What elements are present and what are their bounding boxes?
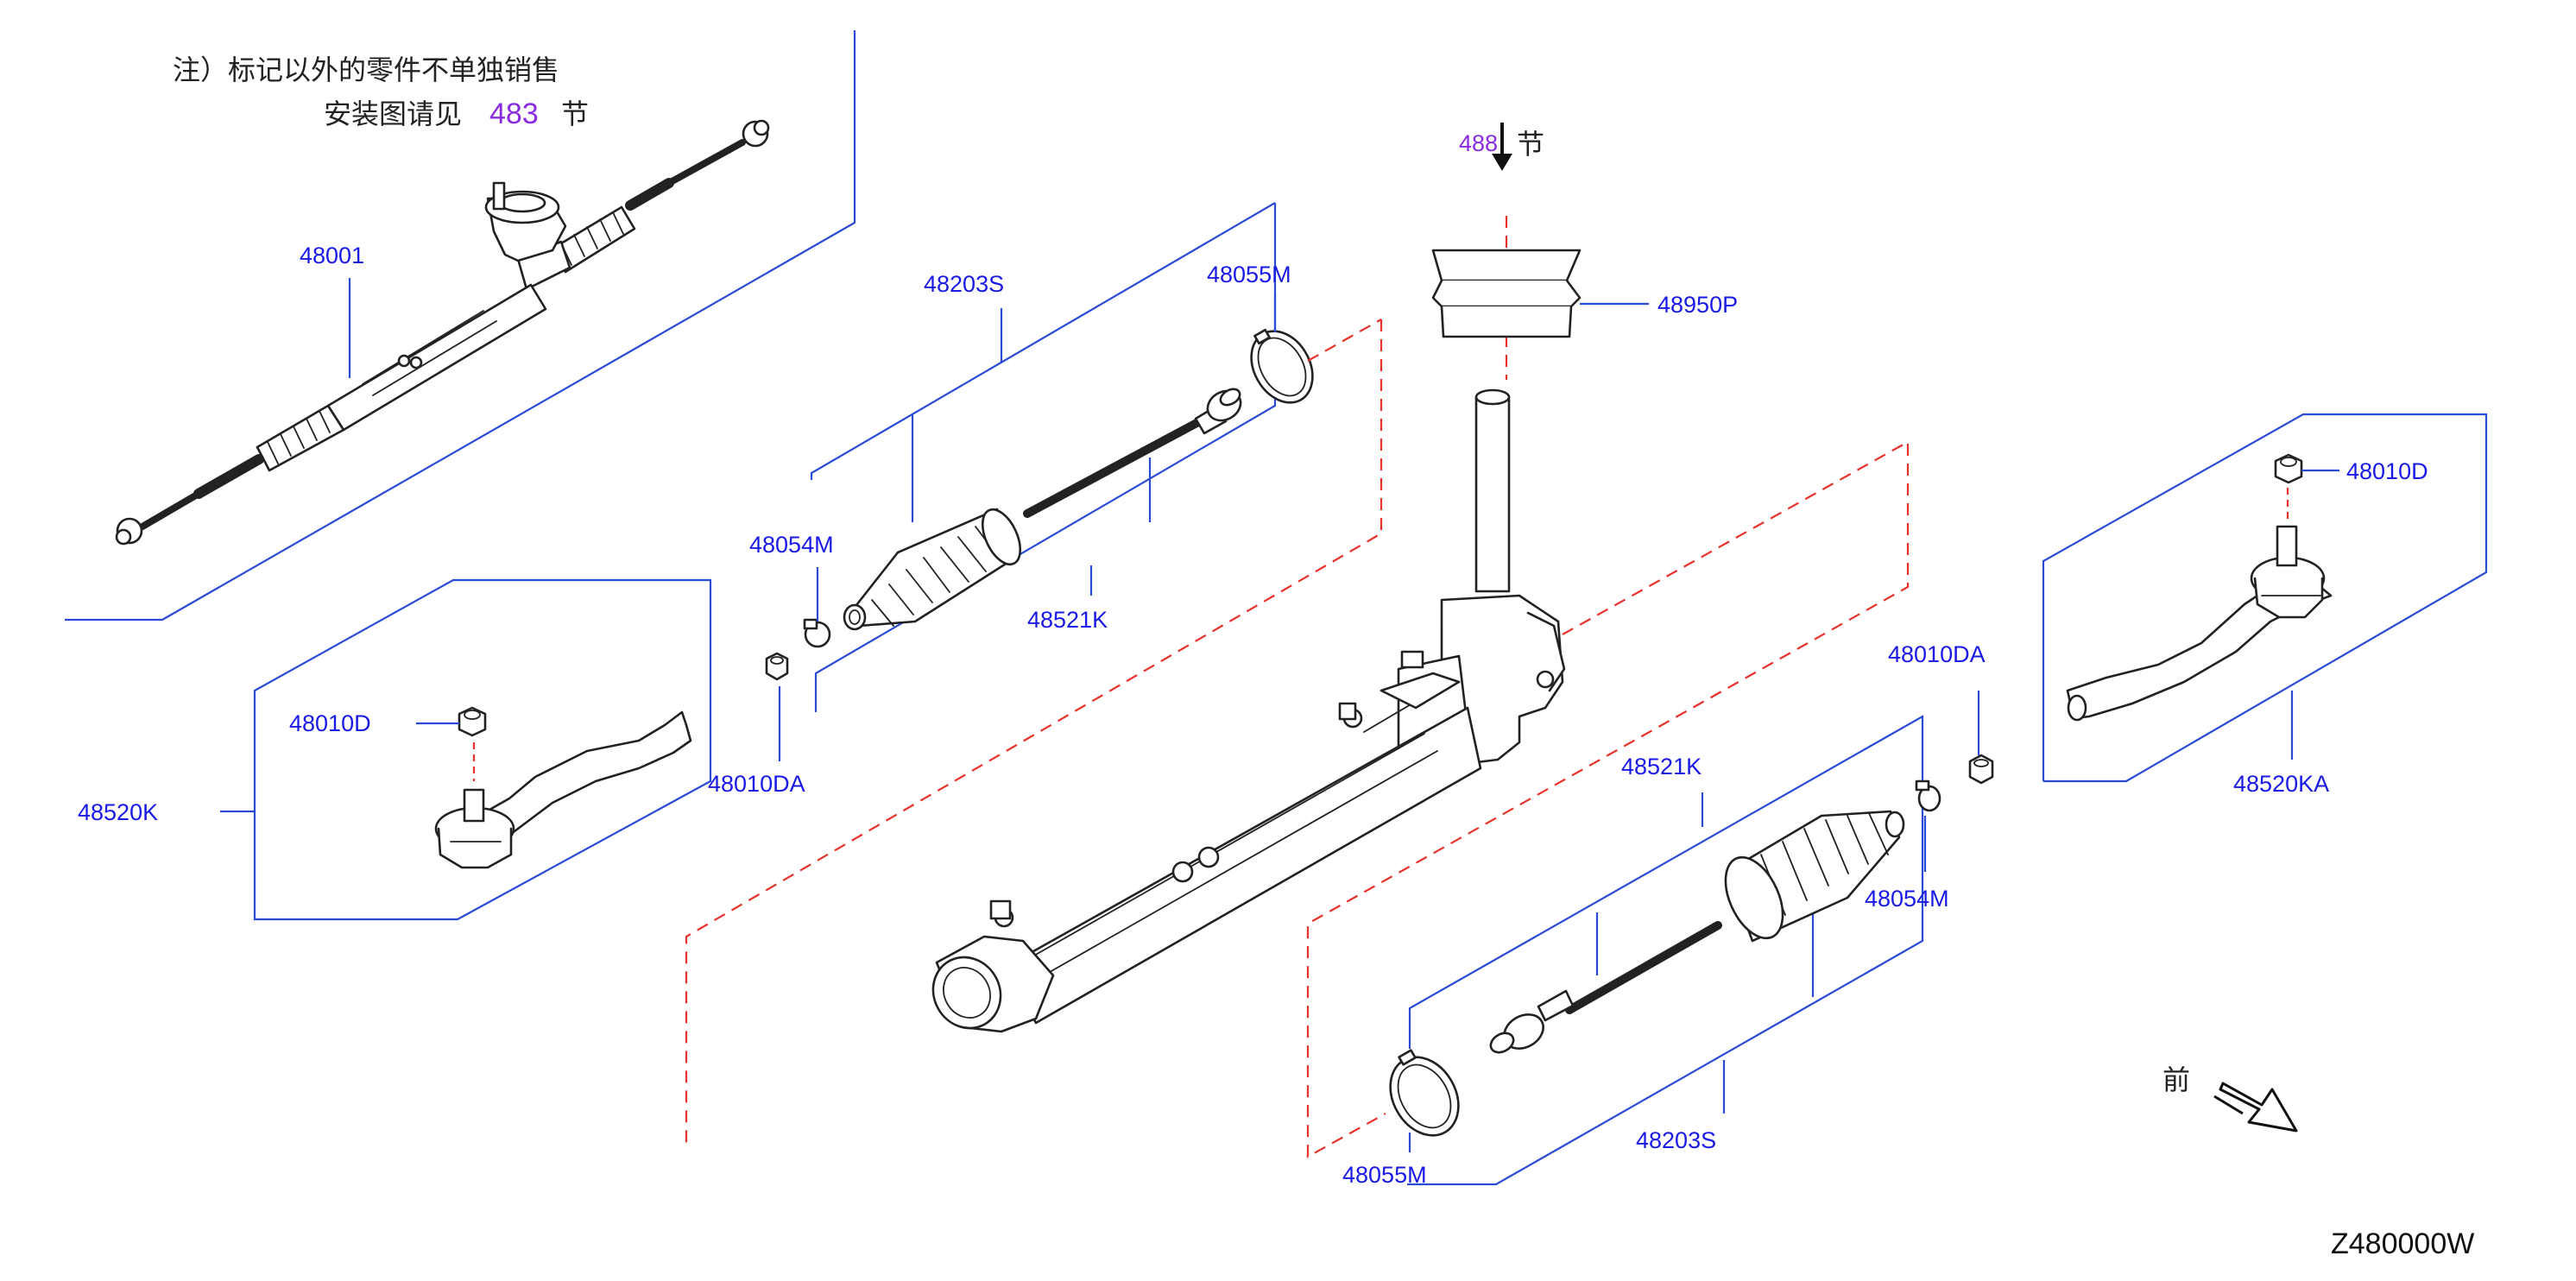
part-48054M-left-label[interactable]: 48054M (749, 532, 834, 558)
nut-48010D-left-icon[interactable] (458, 706, 487, 737)
top-ref-suffix: 节 (1517, 128, 1544, 161)
part-48001-label[interactable]: 48001 (300, 243, 364, 268)
nut-48010DA-left-icon[interactable] (765, 652, 789, 681)
part-48010DA-left-label[interactable]: 48010DA (708, 771, 805, 797)
part-48950P-label[interactable]: 48950P (1657, 292, 1738, 318)
note-ref-483[interactable]: 483 (489, 98, 539, 130)
top-ref-488[interactable]: 488 (1459, 130, 1498, 156)
part-48203S-top-label[interactable]: 48203S (924, 271, 1004, 297)
part-48520KA-label[interactable]: 48520KA (2233, 771, 2329, 797)
boot-48054M-bottom-icon[interactable] (1714, 810, 1905, 947)
inner-tie-rod-bottom-icon[interactable] (1487, 921, 1722, 1057)
clamp-ring-48055M-bottom-icon[interactable] (1377, 1044, 1472, 1147)
seal-48950P-icon[interactable] (1431, 249, 1582, 338)
note-line-2-suffix: 节 (561, 98, 589, 130)
part-48521K-bottom-label[interactable]: 48521K (1621, 754, 1702, 779)
inner-tie-rod-top-icon[interactable] (1023, 385, 1246, 518)
nut-48010D-right-icon[interactable] (2274, 453, 2303, 484)
phantom-box-right (1306, 440, 1910, 1158)
frame-48520KA (2042, 413, 2488, 783)
part-48010DA-right-label[interactable]: 48010DA (1888, 641, 1986, 667)
phantom-box-top (685, 319, 1383, 1148)
part-48055M-bottom-label[interactable]: 48055M (1342, 1162, 1427, 1188)
part-48054M-right-label[interactable]: 48054M (1865, 886, 1949, 912)
down-arrow-icon (1492, 123, 1512, 171)
part-48521K-top-label[interactable]: 48521K (1027, 607, 1108, 633)
diagram-id: Z480000W (2331, 1227, 2474, 1260)
pinion-shaft-icon[interactable] (1474, 388, 1511, 593)
note-line-2-prefix: 安装图请见 (324, 98, 462, 130)
note-line-1: 注）标记以外的零件不单独销售 (173, 54, 559, 86)
front-arrow-icon (2213, 1082, 2298, 1133)
frame-48520K (253, 578, 712, 921)
nut-48010DA-right-icon[interactable] (1968, 754, 1994, 785)
part-48203S-bottom-label[interactable]: 48203S (1636, 1127, 1716, 1153)
part-48010D-left-label[interactable]: 48010D (289, 710, 371, 736)
clamp-ring-48055M-top-icon[interactable] (1239, 320, 1324, 413)
phantom-box-top-edge (1307, 319, 1382, 362)
assembly-frame (65, 30, 856, 622)
part-48055M-top-label[interactable]: 48055M (1207, 262, 1291, 287)
frame-48203S-top-upper (810, 202, 1276, 480)
part-48010D-right-label[interactable]: 48010D (2346, 458, 2428, 484)
small-clamp-48054M-left-icon[interactable] (803, 618, 831, 648)
part-48520K-label[interactable]: 48520K (78, 799, 158, 825)
tie-rod-end-left-icon[interactable] (434, 710, 692, 869)
steering-gear-assembly-icon[interactable] (115, 119, 770, 546)
tie-rod-end-right-icon[interactable] (2066, 525, 2333, 722)
small-clamp-48054M-right-icon[interactable] (1915, 779, 1941, 812)
rack-housing-icon[interactable] (920, 594, 1566, 1040)
boot-48054M-top-icon[interactable] (843, 504, 1028, 631)
frame-48203S-bottom (1407, 715, 1924, 1186)
front-label: 前 (2162, 1063, 2190, 1096)
